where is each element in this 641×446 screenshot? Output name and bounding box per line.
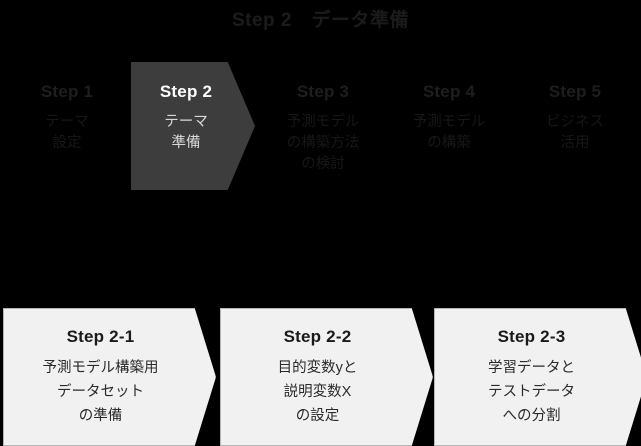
substep-2-2-chevron[interactable]: Step 2-2 目的変数yと 説明変数X の設定 [220, 308, 433, 446]
process-step-4-heading: Step 4 [422, 82, 476, 101]
process-step-5[interactable]: Step 5 ビジネス 活用 [511, 62, 639, 190]
process-step-4-body: 予測モデル の構築 [412, 114, 486, 151]
process-step-strip: Step 1 テーマ 設定 Step 2 テーマ 準備 Step 3 予測モデル… [0, 62, 641, 190]
substep-2-1-chevron[interactable]: Step 2-1 予測モデル構築用 データセット の準備 [3, 308, 216, 446]
process-step-2-body: テーマ 準備 [164, 114, 208, 151]
process-step-5-heading: Step 5 [548, 82, 602, 101]
process-step-2-active[interactable]: Step 2 テーマ 準備 [131, 62, 255, 190]
process-step-5-body: ビジネス 活用 [546, 114, 604, 151]
substep-2-3-chevron[interactable]: Step 2-3 学習データと テストデータ への分割 [434, 308, 641, 446]
process-step-3-heading: Step 3 [296, 82, 350, 101]
substep-2-3-body: 学習データと テストデータ への分割 [488, 360, 575, 424]
substep-2-2-heading: Step 2-2 [283, 327, 352, 346]
process-step-2-heading: Step 2 [159, 82, 213, 101]
page-title: Step 2 データ準備 [231, 10, 410, 31]
substep-2-2-body: 目的変数yと 説明変数X の設定 [277, 360, 358, 424]
substep-chevron-row: Step 2-1 予測モデル構築用 データセット の準備 Step 2-2 目的… [0, 308, 641, 446]
substep-2-1-body: 予測モデル構築用 データセット の準備 [42, 360, 159, 424]
process-step-3[interactable]: Step 3 予測モデル の構築方法 の検討 [259, 62, 387, 190]
substep-2-3-heading: Step 2-3 [497, 327, 566, 346]
process-step-1[interactable]: Step 1 テーマ 設定 [3, 62, 131, 190]
substep-2-1-heading: Step 2-1 [66, 327, 135, 346]
process-step-4[interactable]: Step 4 予測モデル の構築 [385, 62, 513, 190]
process-step-3-body: 予測モデル の構築方法 の検討 [286, 114, 360, 172]
process-step-1-body: テーマ 設定 [45, 114, 89, 151]
process-step-1-heading: Step 1 [40, 82, 94, 101]
